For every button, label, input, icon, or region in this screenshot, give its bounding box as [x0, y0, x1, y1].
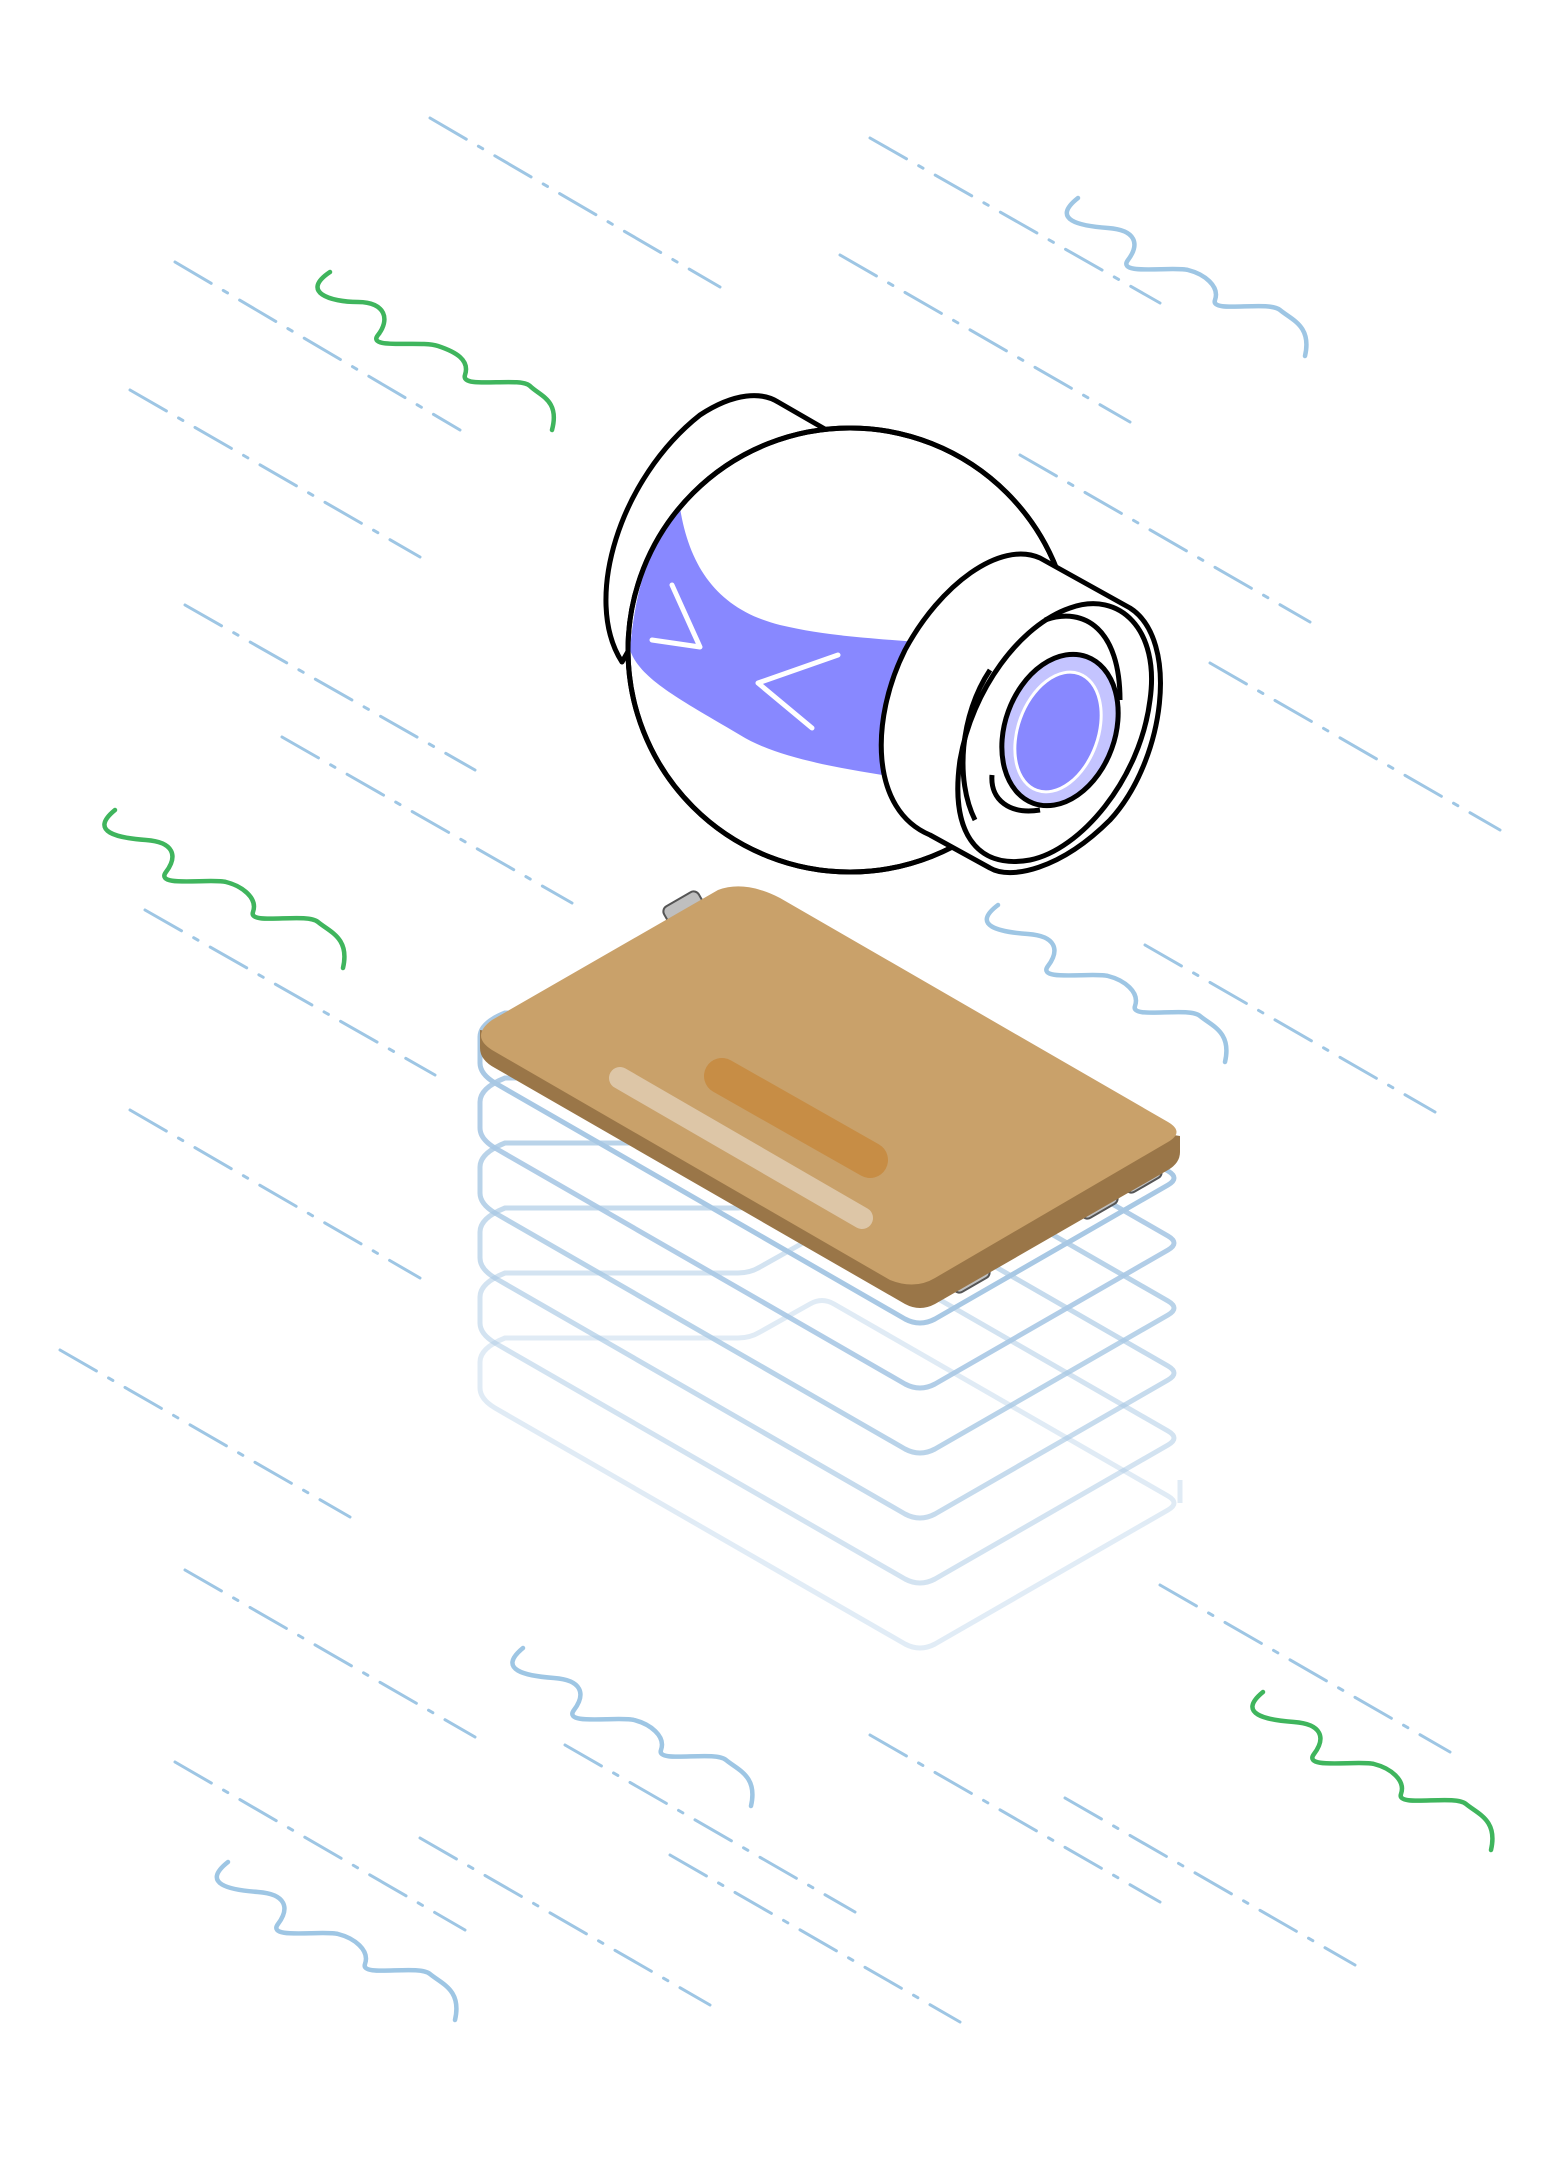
speed-line-icon	[58, 1348, 352, 1519]
robot-eye-icon	[755, 652, 841, 731]
squiggle-icon	[1250, 1689, 1495, 1853]
speed-line-icon	[173, 260, 462, 432]
speed-line-icon	[1063, 1796, 1357, 1967]
speed-line-icon	[1143, 943, 1437, 1114]
speed-line-icon	[868, 136, 1162, 305]
speed-line-icon	[563, 1743, 857, 1914]
card-echo-icon	[477, 1233, 1177, 1586]
card-echo-icon	[477, 1298, 1183, 1651]
robot-head-icon	[603, 393, 1163, 876]
robot-side-rim-line	[960, 668, 993, 822]
squiggle-icon	[1064, 195, 1309, 359]
robot-side-inner	[1044, 613, 1123, 701]
card-highlight-stripe	[609, 1067, 873, 1229]
speed-line-icon	[280, 735, 574, 905]
speed-line-icon	[143, 908, 437, 1077]
card-face	[481, 886, 1177, 1285]
speed-line-icon	[183, 1568, 477, 1739]
squiggle-icon	[315, 269, 556, 433]
speed-lines	[58, 116, 1502, 2024]
speed-line-icon	[128, 388, 422, 559]
speed-line-icon	[418, 1836, 712, 2007]
speed-line-icon	[1208, 661, 1502, 832]
hovering-card-icon	[480, 886, 1180, 1308]
speed-line-icon	[1018, 453, 1312, 624]
speed-line-icon	[668, 1853, 962, 2024]
speed-line-icon	[868, 1733, 1162, 1904]
speed-line-icon	[173, 1760, 467, 1932]
squiggle-icon	[510, 1645, 755, 1809]
robot-lens-arc	[989, 774, 1041, 814]
speed-line-icon	[428, 116, 722, 289]
squiggles	[102, 195, 1495, 2023]
robot-lens	[1013, 670, 1103, 794]
squiggle-icon	[984, 902, 1229, 1065]
speed-line-icon	[838, 253, 1132, 424]
speed-line-icon	[1158, 1583, 1452, 1754]
robot-eye-icon	[649, 582, 703, 650]
card-accent-stripe	[704, 1058, 888, 1178]
speed-line-icon	[183, 603, 477, 772]
squiggle-icon	[214, 1859, 459, 2023]
squiggle-icon	[102, 807, 347, 971]
robot-band	[630, 508, 960, 780]
speed-line-icon	[128, 1108, 422, 1280]
